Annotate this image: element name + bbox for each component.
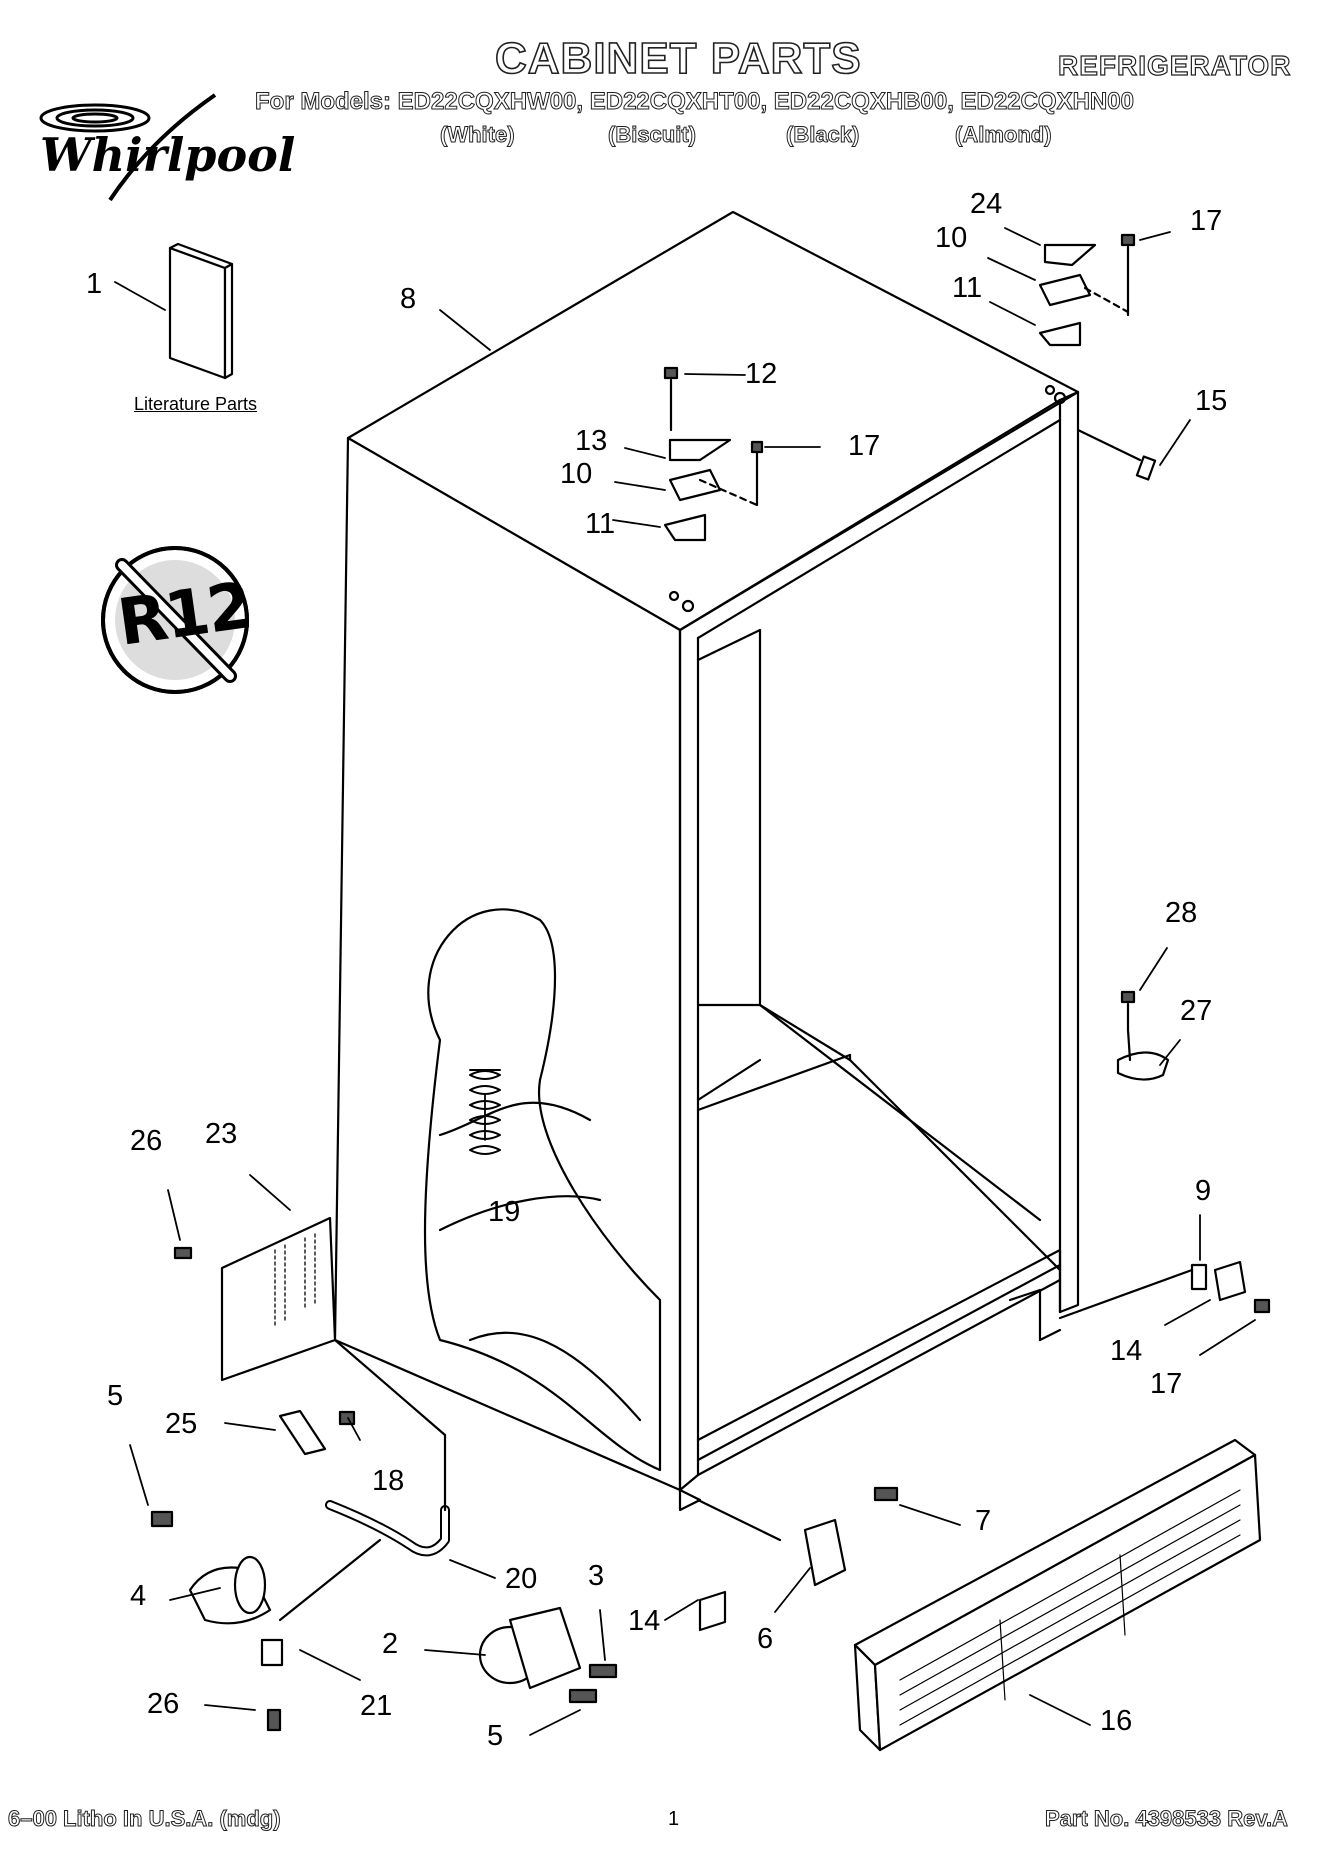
part-16-grille: [853, 1438, 1262, 1752]
no-r12-badge: [101, 546, 249, 694]
callout-4: 4: [130, 1580, 147, 1612]
callout-21: 21: [360, 1690, 393, 1722]
callout-18: 18: [372, 1465, 405, 1497]
callout-15: 15: [1195, 385, 1228, 417]
color-black: (Black): [785, 122, 860, 148]
literature-parts-label: Literature Parts: [134, 394, 258, 414]
left-top-hinge: [663, 366, 764, 613]
category-label: REFRIGERATOR: [1057, 49, 1292, 81]
part-6-bracket: [803, 1486, 899, 1587]
callout-2: 2: [382, 1628, 399, 1660]
callout-28: 28: [1165, 897, 1198, 929]
part-27-28: [1116, 990, 1170, 1081]
callout-25: 25: [165, 1408, 198, 1440]
callout-19: 19: [488, 1196, 521, 1228]
color-white: (White): [440, 122, 516, 148]
callout-5-top: 5: [107, 1380, 124, 1412]
part-25-bracket: [278, 1409, 356, 1456]
callout-27: 27: [1180, 995, 1213, 1027]
right-top-hinge: [1038, 233, 1136, 405]
callout-26-bottom: 26: [147, 1688, 180, 1720]
footer-litho: 6–00 Litho In U.S.A. (mdg): [8, 1806, 282, 1832]
callout-17-top: 17: [1190, 205, 1223, 237]
footer-page-number: 1: [668, 1808, 680, 1830]
callout-13: 13: [575, 425, 608, 457]
leader-lines: [114, 227, 1256, 1736]
callout-24: 24: [970, 188, 1003, 220]
callout-7: 7: [975, 1505, 992, 1537]
callout-3: 3: [588, 1560, 605, 1592]
callout-10-left: 10: [560, 458, 593, 490]
color-almond: (Almond): [955, 122, 1053, 148]
callout-10-right: 10: [935, 222, 968, 254]
part-14-clip: [696, 1498, 782, 1632]
callout-12: 12: [745, 358, 778, 390]
literature-booklet: [168, 242, 234, 380]
part-9-bracket: [1058, 1260, 1271, 1320]
callout-23: 23: [205, 1118, 238, 1150]
part-20-tube: [325, 1338, 450, 1557]
footer-part-number: Part No. 4398533 Rev.A: [1045, 1806, 1289, 1832]
part-4-roller: [150, 1510, 382, 1732]
callout-16: 16: [1100, 1705, 1133, 1737]
callout-20: 20: [505, 1563, 538, 1595]
brand-wordmark: Whirlpool: [40, 128, 296, 182]
callout-17-bottom: 17: [1150, 1368, 1183, 1400]
callout-11-right: 11: [952, 272, 983, 304]
callout-6: 6: [757, 1623, 774, 1655]
callout-8: 8: [400, 283, 417, 315]
callout-1: 1: [86, 268, 103, 300]
part-2-roller: [478, 1606, 618, 1704]
callout-17-mid: 17: [848, 430, 881, 462]
color-biscuit: (Biscuit): [608, 122, 697, 148]
callout-14-left: 14: [628, 1605, 661, 1637]
callout-5-bottom: 5: [487, 1720, 504, 1752]
callout-9: 9: [1195, 1175, 1212, 1207]
callout-11-left: 11: [585, 508, 616, 540]
rear-panel-23: [173, 1216, 337, 1382]
page-title: CABINET PARTS: [494, 33, 862, 84]
part-15-pin: [1076, 428, 1157, 481]
refrigerator-cabinet: [333, 210, 1080, 1512]
models-line: For Models: ED22CQXHW00, ED22CQXHT00, ED…: [255, 88, 1135, 116]
callout-26-top: 26: [130, 1125, 163, 1157]
callout-14-right: 14: [1110, 1335, 1143, 1367]
